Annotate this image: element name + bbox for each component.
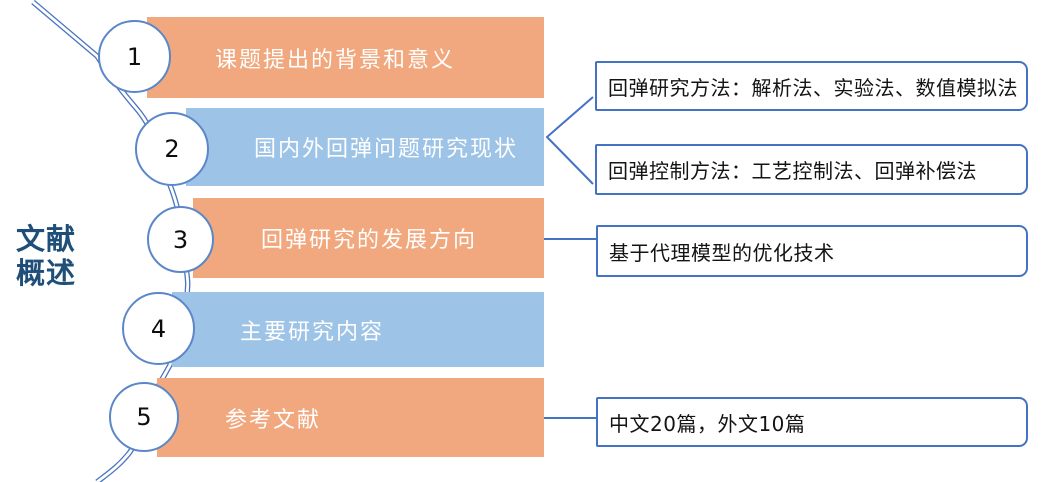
- diagram-title-line2: 概述: [16, 256, 77, 290]
- callout-box-reference-counts-text: 中文20篇，外文10篇: [609, 411, 806, 436]
- step-circle-4-number: 4: [150, 314, 167, 343]
- step-circle-5: 5: [109, 382, 179, 452]
- step-circle-2-number: 2: [164, 135, 180, 163]
- callout-box-control-methods: 回弹控制方法：工艺控制法、回弹补偿法: [595, 144, 1028, 195]
- step-bar-5-label: 参考文献: [225, 407, 322, 433]
- step-circle-1-number: 1: [126, 42, 143, 71]
- step-bar-1: 课题提出的背景和意义: [147, 17, 544, 98]
- callout-box-surrogate-model-text: 基于代理模型的优化技术: [609, 240, 835, 265]
- step-bar-2-label: 国内外回弹问题研究现状: [254, 137, 519, 162]
- step-bar-3: 回弹研究的发展方向: [193, 198, 544, 278]
- step-bar-1-label: 课题提出的背景和意义: [215, 47, 456, 73]
- diagram-title-line1: 文献: [16, 222, 77, 256]
- step-circle-4: 4: [122, 292, 195, 365]
- step-bar-5: 参考文献: [157, 378, 544, 457]
- callout-box-surrogate-model: 基于代理模型的优化技术: [596, 225, 1028, 277]
- step-bar-4-label: 主要研究内容: [240, 319, 385, 345]
- step-circle-3: 3: [147, 206, 214, 273]
- step-circle-2: 2: [135, 112, 209, 186]
- step-bar-4: 主要研究内容: [172, 292, 544, 367]
- step-bar-3-label: 回弹研究的发展方向: [261, 228, 478, 253]
- diagram-title: 文献 概述: [16, 222, 76, 290]
- step-circle-5-number: 5: [136, 403, 152, 431]
- connector-step2-callouts: [545, 96, 594, 185]
- step-circle-3-number: 3: [172, 225, 189, 254]
- callout-box-research-methods: 回弹研究方法：解析法、实验法、数值模拟法: [595, 61, 1028, 111]
- step-circle-1: 1: [98, 20, 171, 93]
- callout-box-reference-counts: 中文20篇，外文10篇: [596, 397, 1028, 447]
- callout-box-research-methods-text: 回弹研究方法：解析法、实验法、数值模拟法: [608, 75, 1018, 100]
- step-bar-2: 国内外回弹问题研究现状: [186, 108, 544, 186]
- callout-box-control-methods-text: 回弹控制方法：工艺控制法、回弹补偿法: [608, 159, 977, 183]
